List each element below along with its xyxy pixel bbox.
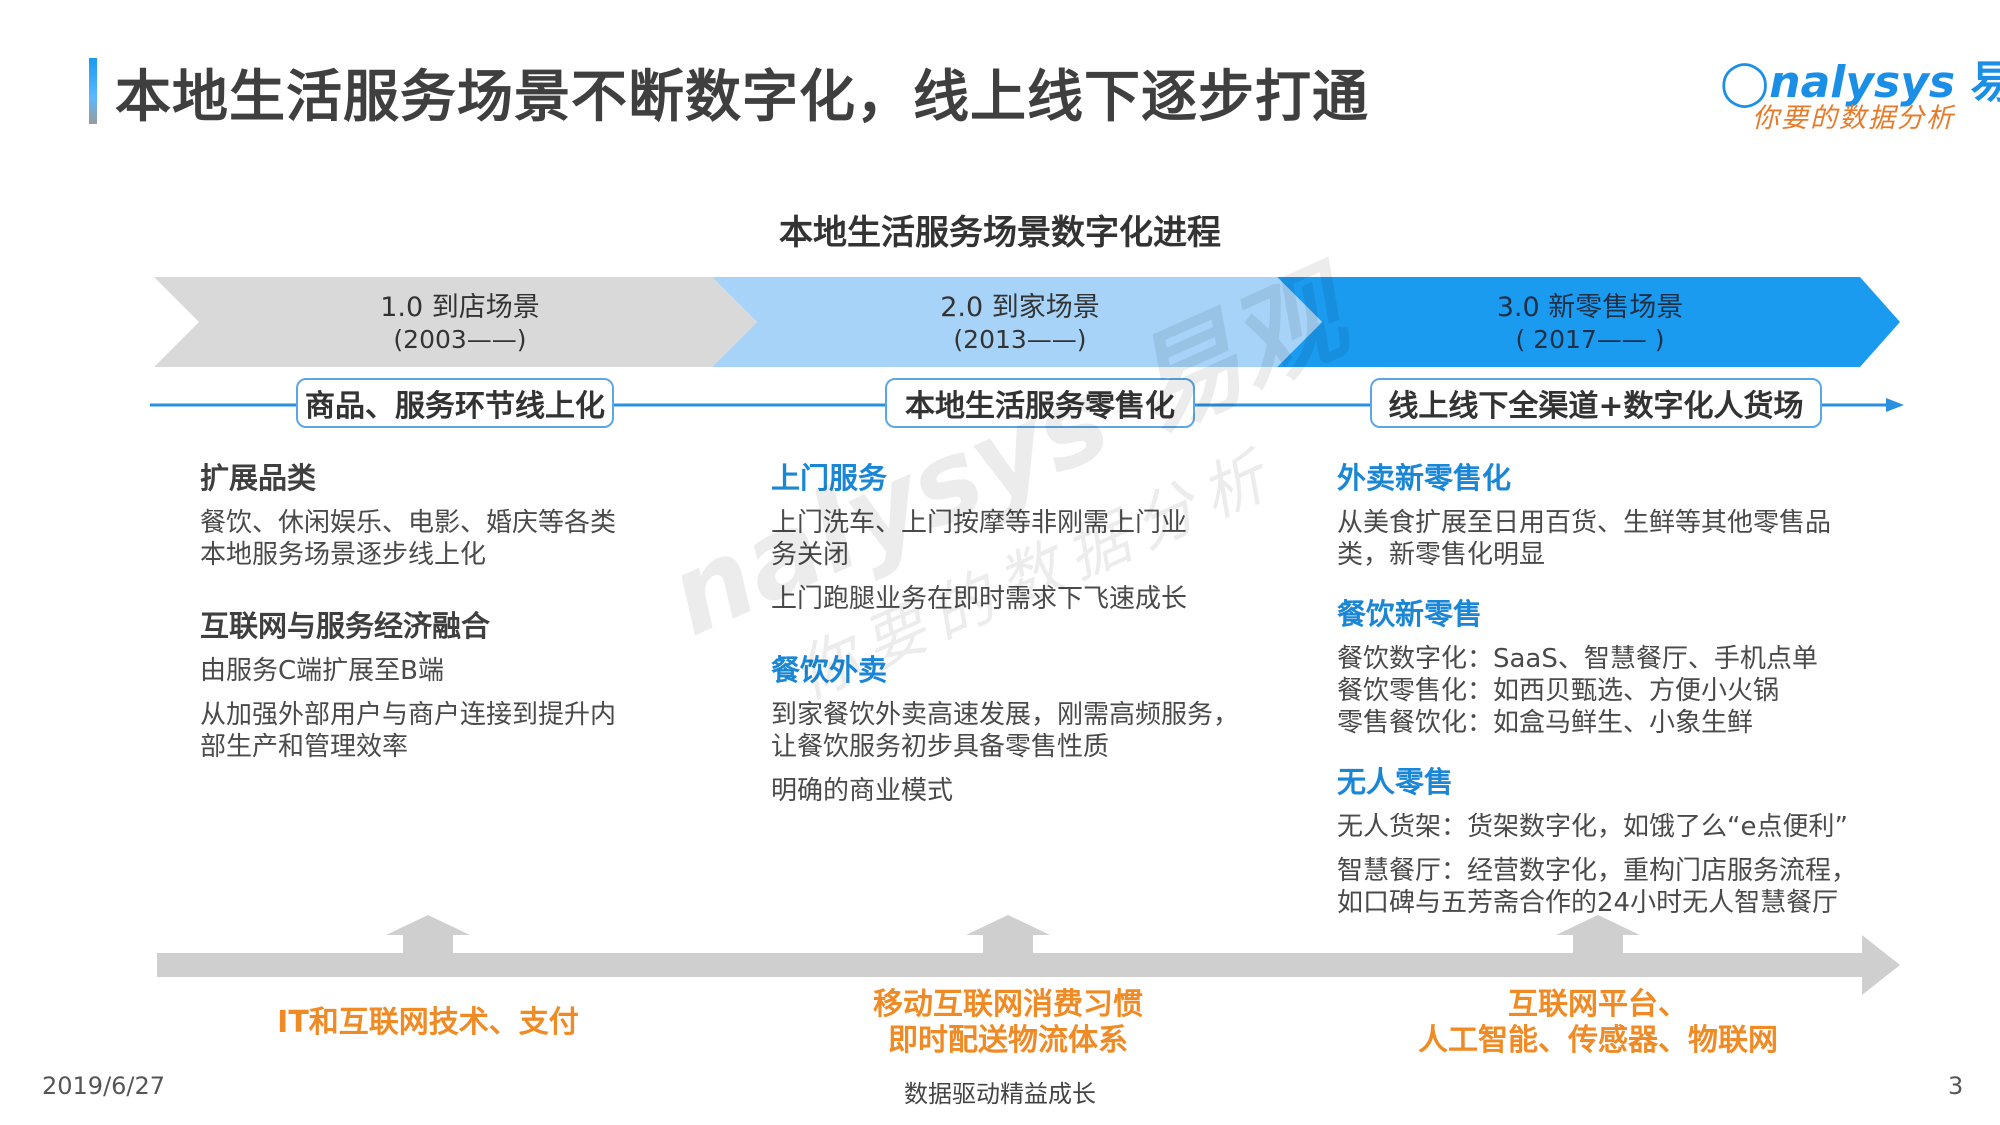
logo-swoosh-icon: ◯ [1720,57,1770,108]
section-text: 无人货架：货架数字化，如饿了么“e点便利” [1337,812,1848,842]
stage-3-name: 3.0 新零售场景 [1496,292,1684,323]
logo-slogan: 你要的数据分析 [1752,103,1955,134]
section-text: 从美食扩展至日用百货、生鲜等其他零售品 类，新零售化明显 [1337,508,1832,570]
column-stage-1: 扩展品类 餐饮、休闲娱乐、电影、婚庆等各类 本地服务场景逐步线上化 互联网与服务… [200,455,720,775]
stage-3-badge: 线上线下全渠道+数字化人货场 [1370,378,1822,428]
section-heading: 外卖新零售化 [1337,461,1512,495]
page-number: 3 [1948,1072,1964,1100]
stage-1-chevron [154,277,757,367]
section-text: 明确的商业模式 [771,776,954,806]
section-text: 餐饮数字化：SaaS、智慧餐厅、手机点单 餐饮零售化：如西贝甄选、方便小火锅 零… [1337,644,1818,738]
section-text: 上门跑腿业务在即时需求下飞速成长 [771,584,1188,614]
section-heading: 互联网与服务经济融合 [200,609,491,643]
section-heading: 餐饮外卖 [771,653,888,687]
section-heading: 上门服务 [771,461,888,495]
stage-1-years: (2003——) [393,325,527,354]
stage-1-name: 1.0 到店场景 [380,292,540,323]
logo-english: nalysys [1769,57,1956,108]
page-title: 本地生活服务场景不断数字化，线上线下逐步打通 [115,65,1369,130]
stage-2-name: 2.0 到家场景 [940,292,1100,323]
logo-chinese: 易观 [1970,57,2000,108]
up-arrow-icon-1 [386,915,470,953]
section-text: 从加强外部用户与商户连接到提升内 部生产和管理效率 [200,700,617,762]
title-accent-bar [89,58,97,124]
stage-2-badge: 本地生活服务零售化 [885,378,1195,428]
stage-2-chevron [712,277,1322,367]
bottom-progress-arrow [157,935,1900,995]
section-heading: 扩展品类 [200,461,317,495]
stage-1-badge: 商品、服务环节线上化 [296,378,614,428]
stage-3-label: 3.0 新零售场景 ( 2017—— ) [1360,292,1820,356]
section-heading: 餐饮新零售 [1337,597,1483,631]
analysys-logo: ◯nalysys 易观 [1720,46,2000,110]
section-text: 到家餐饮外卖高速发展，刚需高频服务， 让餐饮服务初步具备零售性质 [771,700,1240,762]
section-text: 智慧餐厅：经营数字化，重构门店服务流程， 如口碑与五芳斋合作的24小时无人智慧餐… [1337,856,1858,918]
section-heading: 无人零售 [1337,765,1454,799]
stage-3-chevron [1277,277,1900,367]
up-arrow-icon-3 [1556,915,1640,953]
driver-stage-3: 互联网平台、 人工智能、传感器、物联网 [1418,987,1778,1058]
section-text: 上门洗车、上门按摩等非刚需上门业 务关闭 [771,508,1188,570]
footer-tagline: 数据驱动精益成长 [904,1080,1096,1108]
section-text: 餐饮、休闲娱乐、电影、婚庆等各类 本地服务场景逐步线上化 [200,508,617,570]
stage-1-label: 1.0 到店场景 (2003——) [230,292,690,356]
timeline-arrowhead-icon [1886,398,1904,412]
section-text: 由服务C端扩展至B端 [200,656,444,686]
footer-date: 2019/6/27 [42,1072,166,1100]
diagram-title: 本地生活服务场景数字化进程 [779,213,1221,253]
up-arrow-icon-2 [966,915,1050,953]
stage-2-label: 2.0 到家场景 (2013——) [790,292,1250,356]
stage-3-years: ( 2017—— ) [1515,325,1665,354]
stage-2-years: (2013——) [953,325,1087,354]
column-stage-2: 上门服务 上门洗车、上门按摩等非刚需上门业 务关闭 上门跑腿业务在即时需求下飞速… [771,455,1291,819]
column-stage-3: 外卖新零售化 从美食扩展至日用百货、生鲜等其他零售品 类，新零售化明显 餐饮新零… [1337,455,1897,931]
driver-stage-1: IT和互联网技术、支付 [277,1005,579,1040]
driver-stage-2: 移动互联网消费习惯 即时配送物流体系 [873,987,1143,1058]
